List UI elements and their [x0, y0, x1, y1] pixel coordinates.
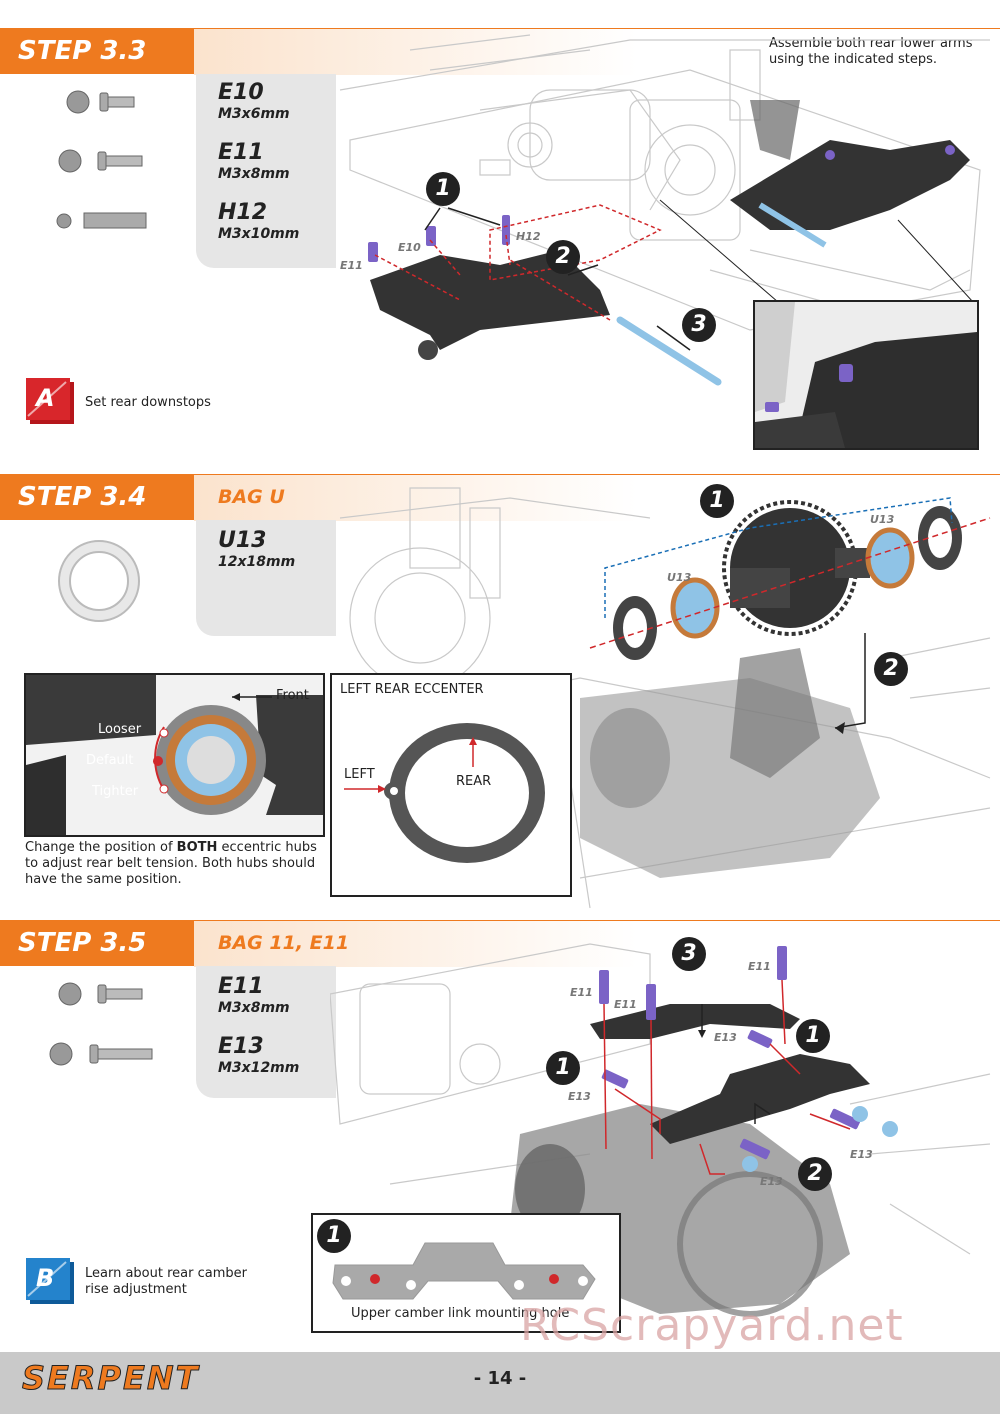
label-e11: E11: [748, 960, 771, 973]
label-e13: E13: [568, 1090, 591, 1103]
label-e13: E13: [714, 1031, 737, 1044]
camber-link-inset: 1 Upper camber link mounting hole: [311, 1213, 621, 1333]
part-size: M3x10mm: [218, 226, 300, 242]
label-e13: E13: [760, 1175, 783, 1188]
step-3-3-title: STEP 3.3: [0, 28, 194, 74]
step-3-4-header-bar: [194, 474, 1000, 521]
screw-e11-icon: [58, 982, 143, 1006]
badge-a-icon: [26, 378, 74, 424]
label-h12: H12: [516, 230, 541, 243]
badge-b-icon: [26, 1258, 74, 1304]
note-text: Change the position of: [25, 840, 177, 855]
page-number: - 14 -: [473, 1368, 527, 1389]
badge-a-text: Set rear downstops: [85, 395, 211, 410]
label-e10: E10: [398, 241, 421, 254]
part-code: E10: [218, 80, 264, 105]
badge-b-text: Learn about rear camber rise adjustment: [85, 1266, 247, 1297]
callout-3: 3: [672, 937, 706, 971]
eccenter-rear-label: REAR: [456, 774, 492, 789]
part-code: U13: [218, 528, 267, 553]
label-u13: U13: [870, 513, 895, 526]
part-size: 12x18mm: [218, 554, 296, 570]
label-e11: E11: [570, 986, 593, 999]
step-3-3-illustration: [339, 34, 990, 386]
step-3-4-illustration: [330, 487, 991, 909]
callout-1: 1: [700, 484, 734, 518]
eccenter-left-label: LEFT: [344, 767, 375, 782]
note-text: eccentric hubs to adjust rear belt tensi…: [25, 840, 317, 887]
bearing-u13-icon: [58, 540, 140, 622]
page-footer: [0, 1352, 1000, 1414]
callout-1: 1: [317, 1219, 351, 1253]
step-3-4-parts-box: U13 12x18mm: [196, 520, 336, 636]
callout-2: 2: [798, 1157, 832, 1191]
step-3-5-bag: BAG 11, E11: [218, 932, 350, 954]
step-3-5-title: STEP 3.5: [0, 920, 194, 966]
step-3-3-header-bar: [194, 28, 1000, 75]
left-rear-eccenter-inset: LEFT REAR ECCENTER LEFT REAR: [330, 673, 572, 897]
part-size: M3x12mm: [218, 1060, 300, 1076]
eccentric-front-label: Front: [276, 688, 309, 703]
callout-1: 1: [426, 172, 460, 206]
step-3-3-detail-inset: [753, 300, 979, 450]
step-3-5-part-icons: [49, 982, 153, 1066]
part-code: E13: [218, 1034, 264, 1059]
eccentric-position-inset: Front Looser Default Tighter: [24, 673, 325, 837]
callout-2: 2: [546, 240, 580, 274]
eccentric-tighter-label: Tighter: [92, 784, 139, 799]
step-3-5-header-bar: [194, 920, 1000, 967]
step-3-4-title: STEP 3.4: [0, 474, 194, 520]
label-u13: U13: [667, 571, 692, 584]
step-3-5-parts-box: E11 M3x8mm E13 M3x12mm: [196, 966, 336, 1098]
part-size: M3x8mm: [218, 1000, 290, 1016]
camber-link-caption: Upper camber link mounting hole: [351, 1306, 570, 1321]
part-size: M3x8mm: [218, 166, 290, 182]
eccentric-default-label: Default: [86, 753, 134, 768]
label-e11: E11: [614, 998, 637, 1011]
grub-screw-h12-icon: [56, 212, 147, 229]
badge-b-letter: B: [36, 1264, 55, 1292]
step-3-4-bag: BAG U: [218, 486, 285, 508]
part-code: H12: [218, 200, 268, 225]
step-3-3-part-icons: [56, 90, 147, 229]
label-e11: E11: [340, 259, 363, 272]
screw-e10-icon: [66, 90, 135, 114]
badge-a-letter: A: [36, 384, 55, 412]
part-size: M3x6mm: [218, 106, 290, 122]
part-code: E11: [218, 974, 264, 999]
callout-1: 1: [796, 1019, 830, 1053]
screw-e13-icon: [49, 1042, 153, 1066]
callout-3: 3: [682, 308, 716, 342]
screw-e11-icon: [58, 149, 143, 173]
brand-logo: SERPENT: [21, 1359, 200, 1398]
callout-2: 2: [874, 652, 908, 686]
eccentric-adjust-note: Change the position of BOTH eccentric hu…: [25, 840, 325, 888]
part-code: E11: [218, 140, 264, 165]
callout-1: 1: [546, 1051, 580, 1085]
step-3-3-parts-box: E10 M3x6mm E11 M3x8mm H12 M3x10mm: [196, 74, 336, 268]
eccentric-looser-label: Looser: [98, 722, 142, 737]
watermark: RCScrapyard.net: [520, 1300, 904, 1351]
note-emphasis: BOTH: [176, 840, 218, 855]
label-e13: E13: [850, 1148, 873, 1161]
eccenter-title: LEFT REAR ECCENTER: [340, 682, 484, 697]
